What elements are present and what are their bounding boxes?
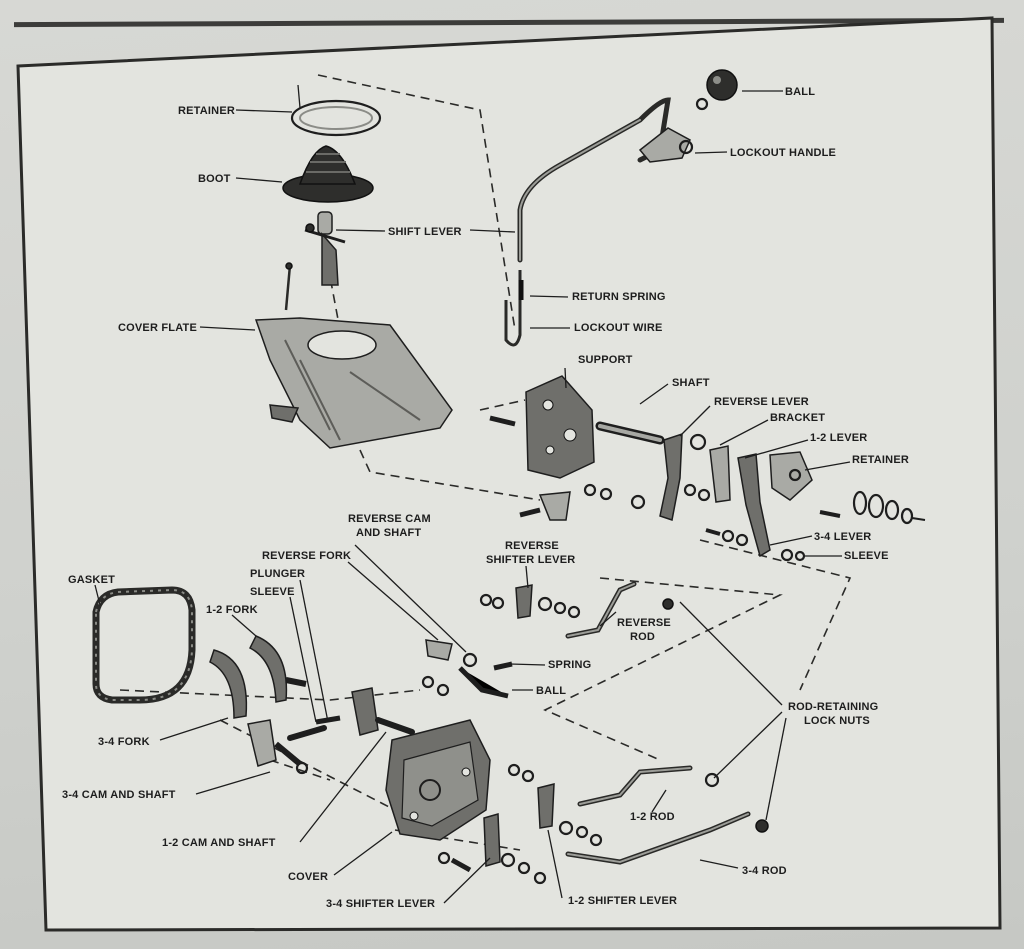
label-reverse-shifter-1: REVERSE <box>505 540 559 552</box>
reverse-cam-part <box>421 639 513 699</box>
retainer-right-part <box>769 451 926 525</box>
shift-lever-part <box>304 211 346 286</box>
cover-part <box>385 719 491 841</box>
label-rod-retaining-2: LOCK NUTS <box>804 715 870 727</box>
label-rod-retaining-1: ROD-RETAINING <box>788 701 878 713</box>
support-part <box>489 375 595 521</box>
label-3-4-cam: 3-4 CAM AND SHAFT <box>62 789 176 801</box>
lockout-wire-part <box>504 97 671 347</box>
label-3-4-shifter: 3-4 SHIFTER LEVER <box>326 898 435 910</box>
label-lockout-handle: LOCKOUT HANDLE <box>730 147 836 159</box>
label-reverse-fork: REVERSE FORK <box>262 550 351 562</box>
bracket-part <box>709 445 731 503</box>
label-shift-lever: SHIFT LEVER <box>388 226 462 238</box>
label-support: SUPPORT <box>578 354 633 366</box>
label-sleeve-right: SLEEVE <box>844 550 889 562</box>
reverse-shifter-part <box>479 584 581 619</box>
label-reverse-rod-2: ROD <box>630 631 655 643</box>
label-1-2-cam: 1-2 CAM AND SHAFT <box>162 837 276 849</box>
label-1-2-lever: 1-2 LEVER <box>810 432 867 444</box>
label-lockout-wire: LOCKOUT WIRE <box>574 322 663 334</box>
boot-part <box>282 145 374 203</box>
label-1-2-fork: 1-2 FORK <box>206 604 258 616</box>
label-gasket: GASKET <box>68 574 115 586</box>
label-1-2-shifter: 1-2 SHIFTER LEVER <box>568 895 677 907</box>
label-spring: SPRING <box>548 659 591 671</box>
label-reverse-lever: REVERSE LEVER <box>714 396 809 408</box>
label-reverse-cam-1: REVERSE CAM <box>348 513 431 525</box>
label-1-2-rod: 1-2 ROD <box>630 811 675 823</box>
diagram-frame <box>16 16 1002 932</box>
label-return-spring: RETURN SPRING <box>572 291 666 303</box>
label-cover: COVER <box>288 871 328 883</box>
label-retainer-right: RETAINER <box>852 454 909 466</box>
lever-1-2-part <box>737 453 771 558</box>
leader-lines <box>94 90 851 904</box>
shaft-part <box>595 421 665 445</box>
label-3-4-fork: 3-4 FORK <box>98 736 150 748</box>
cover-flate-part <box>254 262 453 449</box>
ball-top-part <box>695 69 738 111</box>
retainer-ring-part <box>290 84 382 137</box>
rod-3-4-part <box>565 811 769 865</box>
label-reverse-rod-1: REVERSE <box>617 617 671 629</box>
label-shaft: SHAFT <box>672 377 710 389</box>
label-reverse-shifter-2: SHIFTER LEVER <box>486 554 575 566</box>
lockout-handle-part <box>638 127 694 163</box>
gasket-part <box>92 586 196 704</box>
fork-1-2-part <box>209 635 307 719</box>
reverse-rod-part <box>565 581 674 639</box>
label-cover-flate: COVER FLATE <box>118 322 197 334</box>
support-hardware <box>583 483 841 562</box>
fork-3-4-part <box>247 719 302 767</box>
part-labels: RETAINER BOOT SHIFT LEVER COVER FLATE BA… <box>62 86 909 910</box>
label-ball-mid: BALL <box>536 685 566 697</box>
label-3-4-lever: 3-4 LEVER <box>814 531 871 543</box>
rod-1-2-part <box>577 765 720 807</box>
label-ball: BALL <box>785 86 815 98</box>
label-boot: BOOT <box>198 173 231 185</box>
assembly-dashed-lines <box>119 74 852 851</box>
cam-1-2-part <box>351 687 415 736</box>
shifter-3-4-part <box>437 813 547 885</box>
label-retainer: RETAINER <box>178 105 235 117</box>
label-3-4-rod: 3-4 ROD <box>742 865 787 877</box>
shifter-1-2-part <box>507 763 603 847</box>
label-bracket: BRACKET <box>770 412 825 424</box>
label-reverse-cam-2: AND SHAFT <box>356 527 421 539</box>
label-sleeve-left: SLEEVE <box>250 586 295 598</box>
label-plunger: PLUNGER <box>250 568 305 580</box>
